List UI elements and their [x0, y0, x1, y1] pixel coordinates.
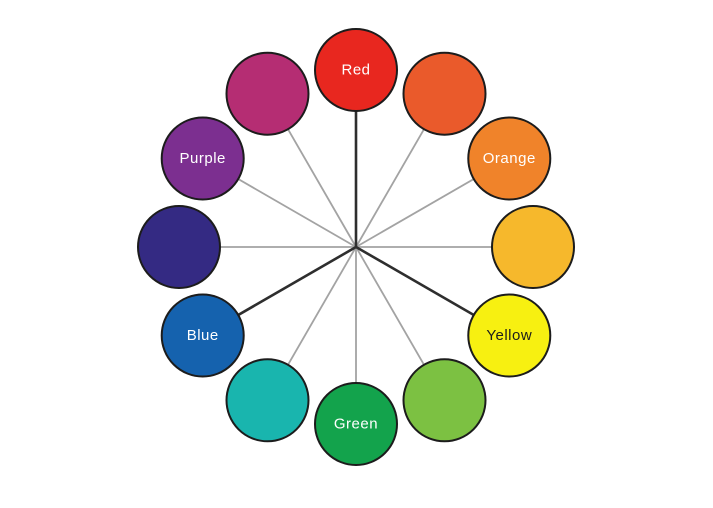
- swatch-label-yellow: Yellow: [486, 327, 532, 344]
- swatch-green: [314, 382, 398, 466]
- swatch-label-red: Red: [341, 62, 370, 79]
- swatch-label-blue: Blue: [187, 327, 219, 344]
- swatch-yellow-orange: [491, 205, 575, 289]
- swatch-red-violet: [225, 51, 310, 136]
- swatch-purple: [160, 116, 245, 201]
- swatch-orange: [467, 116, 552, 201]
- swatch-yellow: [467, 293, 552, 378]
- swatch-yellow-green: [402, 358, 487, 443]
- swatch-label-purple: Purple: [180, 150, 226, 167]
- swatch-blue-violet: [137, 205, 221, 289]
- swatch-blue: [160, 293, 245, 378]
- swatch-label-green: Green: [334, 416, 378, 433]
- swatch-red-orange: [402, 51, 487, 136]
- swatch-label-orange: Orange: [483, 150, 536, 167]
- swatch-blue-green: [225, 358, 310, 443]
- swatch-red: [314, 28, 398, 112]
